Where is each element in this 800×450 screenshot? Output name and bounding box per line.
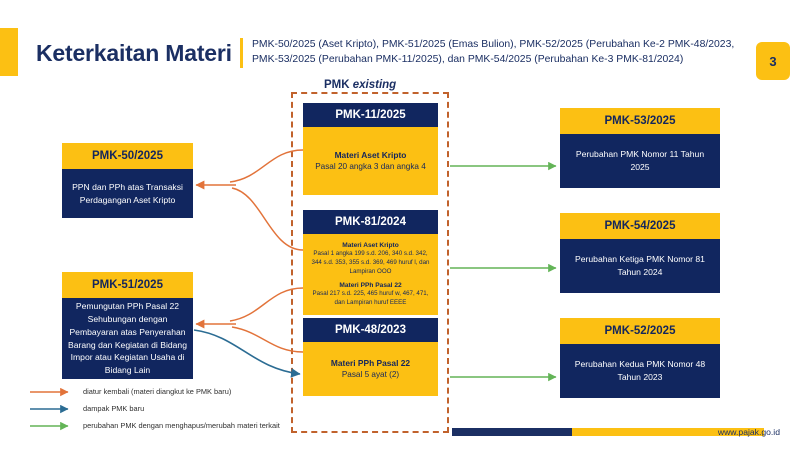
page-title: Keterkaitan Materi — [36, 40, 232, 66]
card-header: PMK-50/2025 — [62, 143, 193, 169]
card-pmk-51-2025[interactable]: PMK-51/2025 Pemungutan PPh Pasal 22 Sehu… — [62, 272, 193, 379]
card-body: Materi Aset Kripto Pasal 1 angka 199 s.d… — [303, 234, 438, 315]
pmk-existing-label-main: PMK — [324, 79, 353, 91]
legend-line-orange-icon — [30, 387, 69, 396]
footer-bar-yellow — [572, 428, 764, 436]
card-body: Perubahan Kedua PMK Nomor 48 Tahun 2023 — [560, 344, 720, 398]
title-divider — [240, 38, 243, 68]
section-detail: Pasal 20 angka 3 dan angka 4 — [315, 161, 426, 171]
footer-bar-navy — [452, 428, 572, 436]
card-section: Materi PPh Pasal 22 Pasal 5 ayat (2) — [331, 358, 410, 381]
pmk-existing-group-border — [291, 92, 449, 433]
section-title: Materi Aset Kripto — [334, 149, 407, 160]
footer-url: www.pajak.go.id — [717, 427, 780, 437]
section-detail: Pasal 5 ayat (2) — [341, 369, 400, 379]
card-body: Perubahan PMK Nomor 11 Tahun 2025 — [560, 134, 720, 188]
card-body: Materi PPh Pasal 22 Pasal 5 ayat (2) — [303, 342, 438, 396]
section-title: Materi Aset Kripto — [342, 241, 399, 249]
card-header: PMK-52/2025 — [560, 318, 720, 344]
header-accent-bar — [0, 28, 18, 76]
legend-item: dampak PMK baru — [30, 400, 300, 417]
card-body: Perubahan Ketiga PMK Nomor 81 Tahun 2024 — [560, 239, 720, 293]
legend-label: perubahan PMK dengan menghapus/merubah m… — [83, 421, 280, 430]
card-pmk-48-2023[interactable]: PMK-48/2023 Materi PPh Pasal 22 Pasal 5 … — [303, 318, 438, 396]
pmk-existing-label: PMK existing — [324, 79, 396, 91]
card-header: PMK-48/2023 — [303, 318, 438, 342]
section-title: Materi PPh Pasal 22 — [339, 281, 402, 289]
page-number-badge: 3 — [756, 42, 790, 80]
legend-label: diatur kembali (materi diangkut ke PMK b… — [83, 387, 232, 396]
card-pmk-81-2024[interactable]: PMK-81/2024 Materi Aset Kripto Pasal 1 a… — [303, 210, 438, 315]
page-subtitle: PMK-50/2025 (Aset Kripto), PMK-51/2025 (… — [252, 39, 735, 66]
legend-label: dampak PMK baru — [83, 404, 145, 413]
card-section: Materi Aset Kripto Pasal 20 angka 3 dan … — [315, 150, 426, 173]
card-body: Pemungutan PPh Pasal 22 Sehubungan denga… — [62, 298, 193, 379]
card-pmk-54-2025[interactable]: PMK-54/2025 Perubahan Ketiga PMK Nomor 8… — [560, 213, 720, 293]
section-title: Materi PPh Pasal 22 — [330, 357, 411, 368]
card-header: PMK-51/2025 — [62, 272, 193, 298]
card-pmk-11-2025[interactable]: PMK-11/2025 Materi Aset Kripto Pasal 20 … — [303, 103, 438, 195]
card-body: Materi Aset Kripto Pasal 20 angka 3 dan … — [303, 127, 438, 195]
legend-line-blue-icon — [30, 404, 69, 413]
card-section: Materi Aset Kripto Pasal 1 angka 199 s.d… — [309, 242, 432, 277]
card-pmk-50-2025[interactable]: PMK-50/2025 PPN dan PPh atas Transaksi P… — [62, 143, 193, 218]
card-header: PMK-53/2025 — [560, 108, 720, 134]
card-section: Materi PPh Pasal 22 Pasal 217 s.d. 225, … — [309, 282, 432, 308]
legend-item: diatur kembali (materi diangkut ke PMK b… — [30, 383, 300, 400]
section-detail: Pasal 1 angka 199 s.d. 206, 340 s.d. 342… — [311, 249, 430, 276]
section-detail: Pasal 217 s.d. 225, 465 huruf w, 467, 47… — [312, 289, 429, 306]
card-header: PMK-11/2025 — [303, 103, 438, 127]
card-header: PMK-81/2024 — [303, 210, 438, 234]
card-header: PMK-54/2025 — [560, 213, 720, 239]
legend-line-green-icon — [30, 421, 69, 430]
pmk-existing-label-italic: existing — [352, 79, 397, 91]
card-body: PPN dan PPh atas Transaksi Perdagangan A… — [62, 169, 193, 218]
card-pmk-53-2025[interactable]: PMK-53/2025 Perubahan PMK Nomor 11 Tahun… — [560, 108, 720, 188]
card-pmk-52-2025[interactable]: PMK-52/2025 Perubahan Kedua PMK Nomor 48… — [560, 318, 720, 398]
legend: diatur kembali (materi diangkut ke PMK b… — [30, 383, 300, 434]
legend-item: perubahan PMK dengan menghapus/merubah m… — [30, 417, 300, 434]
